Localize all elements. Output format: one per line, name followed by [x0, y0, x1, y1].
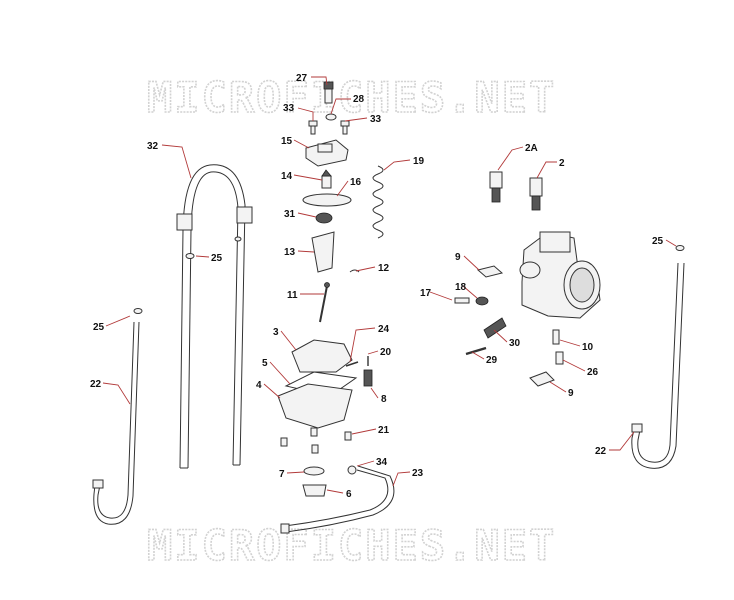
callout-8: 8: [381, 394, 387, 405]
callout-6: 6: [346, 489, 352, 500]
watermark-top: MICROFICHES.NET: [147, 73, 556, 122]
callout-3: 3: [273, 327, 279, 338]
callout-21: 21: [378, 425, 390, 436]
callout-9-bottom: 9: [568, 388, 574, 399]
part-33-screws: [308, 120, 350, 135]
callout-33-right: 33: [370, 114, 382, 125]
part-11-jet-needle: [319, 282, 330, 323]
part-14-cable-end: [321, 169, 332, 189]
part-13-throttle-slide: [311, 231, 335, 273]
drain-hose-22-right: [631, 262, 685, 469]
callout-18: 18: [455, 282, 467, 293]
callout-12: 12: [378, 263, 390, 274]
part-30-spring: [483, 317, 507, 339]
part-18-spring: [475, 296, 489, 306]
callout-23: 23: [412, 468, 424, 479]
callout-19: 19: [413, 156, 425, 167]
callout-20: 20: [380, 347, 392, 358]
callout-25-left: 25: [211, 253, 223, 264]
part-21-screws: [280, 427, 352, 454]
part-17-screw: [454, 297, 470, 304]
watermark-bottom: MICROFICHES.NET: [147, 521, 556, 570]
callout-11: 11: [287, 290, 298, 301]
callout-22-left: 22: [90, 379, 102, 390]
part-16-gasket: [302, 193, 352, 207]
callout-25-farleft: 25: [93, 322, 105, 333]
callout-5: 5: [262, 358, 268, 369]
part-10-jet: [552, 329, 560, 345]
part-9-bracket-top: [476, 265, 504, 278]
callout-9-top: 9: [455, 252, 461, 263]
callout-labels: 27 28 33 33 15 14 16 31 13 11 12 19 3 24…: [90, 73, 664, 500]
part-24-pin: [345, 361, 359, 367]
part-7-o-ring: [303, 466, 325, 476]
callout-29: 29: [486, 355, 498, 366]
part-23-overflow-hose: [280, 465, 395, 534]
part-2-fitting: [529, 177, 543, 211]
callout-7: 7: [279, 469, 285, 480]
callout-25-right: 25: [652, 236, 664, 247]
callout-14: 14: [281, 171, 293, 182]
carburetor-body: [519, 231, 601, 319]
part-34-washer: [347, 465, 357, 475]
part-19-spring: [372, 165, 384, 239]
part-29-screw: [465, 346, 487, 356]
part-27-adjuster-screw: [323, 81, 334, 104]
part-31-seal: [315, 212, 333, 224]
clamp-25-right: [675, 245, 685, 251]
callout-30: 30: [509, 338, 521, 349]
part-28-washer: [325, 113, 337, 121]
callout-10: 10: [582, 342, 594, 353]
drain-hose-22-left: [92, 321, 140, 525]
callout-17: 17: [420, 288, 432, 299]
part-4-float-bowl: [277, 383, 353, 429]
callout-13: 13: [284, 247, 296, 258]
leader-lines: [102, 76, 677, 494]
part-15-top-cap: [305, 139, 349, 167]
callout-27: 27: [296, 73, 308, 84]
part-26-jet: [555, 351, 564, 365]
callout-2a: 2A: [525, 143, 538, 154]
callout-31: 31: [284, 209, 296, 220]
callout-4: 4: [256, 380, 262, 391]
part-3-chamber-cover: [291, 339, 353, 373]
part-9-bracket-bottom: [529, 371, 555, 387]
part-12-clip: [349, 269, 360, 273]
part-8-float-needle: [363, 369, 373, 387]
clamp-25-left: [133, 236, 242, 314]
callout-16: 16: [350, 177, 362, 188]
callout-2: 2: [559, 158, 565, 169]
callout-32: 32: [147, 141, 159, 152]
callout-24: 24: [378, 324, 390, 335]
callout-26: 26: [587, 367, 599, 378]
part-2a-fitting: [489, 171, 503, 203]
part-6-drain-plug: [302, 484, 327, 497]
callout-34: 34: [376, 457, 388, 468]
callout-33-left: 33: [283, 103, 295, 114]
callout-15: 15: [281, 136, 293, 147]
callout-28: 28: [353, 94, 365, 105]
callout-22-right: 22: [595, 446, 607, 457]
vent-hose-32: [176, 164, 253, 469]
